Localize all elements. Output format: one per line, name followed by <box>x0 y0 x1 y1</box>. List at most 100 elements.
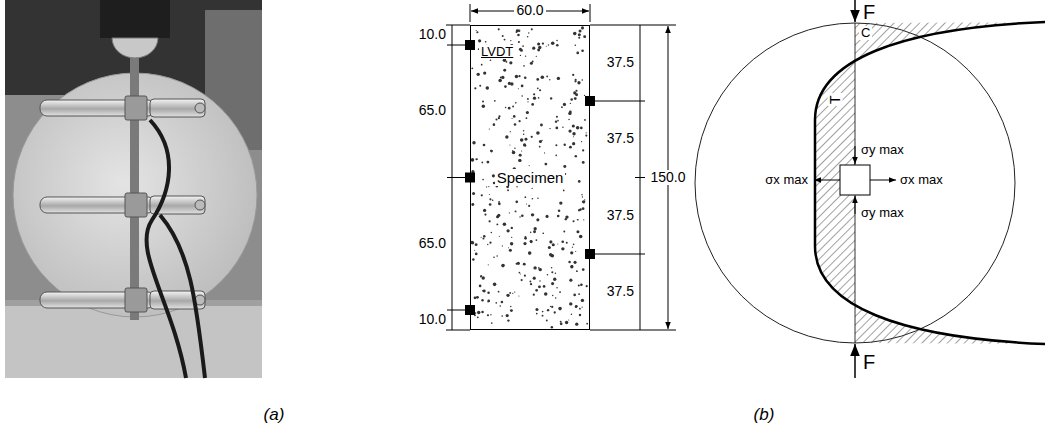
aggregate-dot <box>485 41 487 43</box>
aggregate-dot <box>584 119 586 121</box>
aggregate-dot <box>487 244 488 245</box>
aggregate-dot <box>530 232 532 234</box>
aggregate-dot <box>483 235 486 238</box>
aggregate-dot <box>582 207 585 210</box>
aggregate-dot <box>489 194 490 195</box>
aggregate-dot <box>519 272 521 274</box>
aggregate-dot <box>574 97 577 100</box>
aggregate-dot <box>533 230 536 233</box>
aggregate-dot <box>572 132 575 135</box>
aggregate-dot <box>493 123 496 126</box>
aggregate-dot <box>510 306 512 308</box>
aggregate-dot <box>517 262 520 265</box>
aggregate-dot <box>519 154 522 157</box>
aggregate-dot <box>481 299 483 301</box>
dimension-label: 37.5 <box>607 284 634 299</box>
aggregate-dot <box>511 237 512 238</box>
dimension-label: 10.0 <box>419 312 446 327</box>
aggregate-dot <box>478 39 481 42</box>
aggregate-dot <box>527 98 529 100</box>
aggregate-dot <box>490 59 492 61</box>
aggregate-dot <box>516 29 519 32</box>
dimension-lines <box>446 4 676 330</box>
aggregate-dot <box>571 265 574 268</box>
aggregate-dot <box>553 278 556 281</box>
aggregate-dot <box>556 40 558 42</box>
aggregate-dot <box>575 322 578 325</box>
aggregate-dot <box>535 239 537 241</box>
aggregate-dot <box>520 273 521 274</box>
aggregate-dot <box>542 42 544 44</box>
aggregate-dot <box>533 266 536 269</box>
aggregate-dot <box>474 250 475 251</box>
aggregate-dot <box>486 186 487 187</box>
aggregate-dot <box>471 67 473 69</box>
aggregate-dot <box>573 136 574 137</box>
aggregate-dot <box>493 256 495 258</box>
aggregate-dot <box>476 296 479 299</box>
aggregate-dot <box>482 237 484 239</box>
aggregate-dot <box>586 285 588 287</box>
aggregate-dot <box>491 322 493 324</box>
aggregate-dot <box>481 311 484 314</box>
aggregate-dot <box>504 39 506 41</box>
aggregate-dot <box>526 117 528 119</box>
aggregate-dot <box>518 41 520 43</box>
aggregate-dot <box>557 243 558 244</box>
aggregate-dot <box>518 88 519 89</box>
aggregate-dot <box>524 138 527 141</box>
aggregate-dot <box>499 305 501 307</box>
aggregate-dot <box>565 218 567 220</box>
aggregate-dot <box>505 135 508 138</box>
aggregate-dot <box>517 34 520 37</box>
aggregate-dot <box>558 307 562 311</box>
test-photo <box>5 0 262 378</box>
aggregate-dot <box>512 151 516 155</box>
aggregate-dot <box>552 295 553 296</box>
aggregate-dot <box>501 301 504 304</box>
aggregate-dot <box>528 251 532 255</box>
aggregate-dot <box>573 220 575 222</box>
aggregate-dot <box>472 192 475 195</box>
aggregate-dot <box>544 163 547 166</box>
aggregate-dot <box>546 320 548 322</box>
aggregate-dot <box>519 216 520 217</box>
aggregate-dot <box>536 313 538 315</box>
aggregate-dot <box>490 150 492 152</box>
aggregate-dot <box>494 100 496 102</box>
aggregate-dot <box>510 82 513 85</box>
aggregate-dot <box>510 309 513 312</box>
aggregate-dot <box>569 146 572 149</box>
aggregate-dot <box>574 44 576 46</box>
aggregate-dot <box>570 251 573 254</box>
aggregate-dot <box>577 219 578 220</box>
aggregate-dot <box>568 129 571 132</box>
aggregate-dot <box>581 49 584 52</box>
aggregate-dot <box>572 142 575 145</box>
aggregate-dot <box>475 243 478 246</box>
aggregate-dot <box>489 242 491 244</box>
aggregate-dot <box>575 90 577 92</box>
aggregate-dot <box>481 276 484 279</box>
aggregate-dot <box>578 293 580 295</box>
aggregate-dot <box>579 235 583 239</box>
aggregate-dot <box>586 323 588 325</box>
aggregate-dot <box>476 30 477 31</box>
lvdt-marks <box>465 40 595 315</box>
aggregate-dot <box>492 199 494 201</box>
aggregate-dot <box>573 294 576 297</box>
aggregate-dot <box>528 32 529 33</box>
aggregate-dot <box>510 131 511 132</box>
aggregate-dot <box>527 101 528 102</box>
aggregate-dot <box>582 268 585 271</box>
aggregate-dot <box>583 219 584 220</box>
aggregate-dot <box>556 116 558 118</box>
dimension-label: 37.5 <box>607 131 634 146</box>
aggregate-dot <box>524 76 527 79</box>
aggregate-dot <box>483 144 486 147</box>
aggregate-dot <box>479 85 481 87</box>
aggregate-dot <box>500 76 502 78</box>
aggregate-dot <box>480 276 482 278</box>
aggregate-dot <box>483 71 486 74</box>
aggregate-dot <box>579 314 581 316</box>
